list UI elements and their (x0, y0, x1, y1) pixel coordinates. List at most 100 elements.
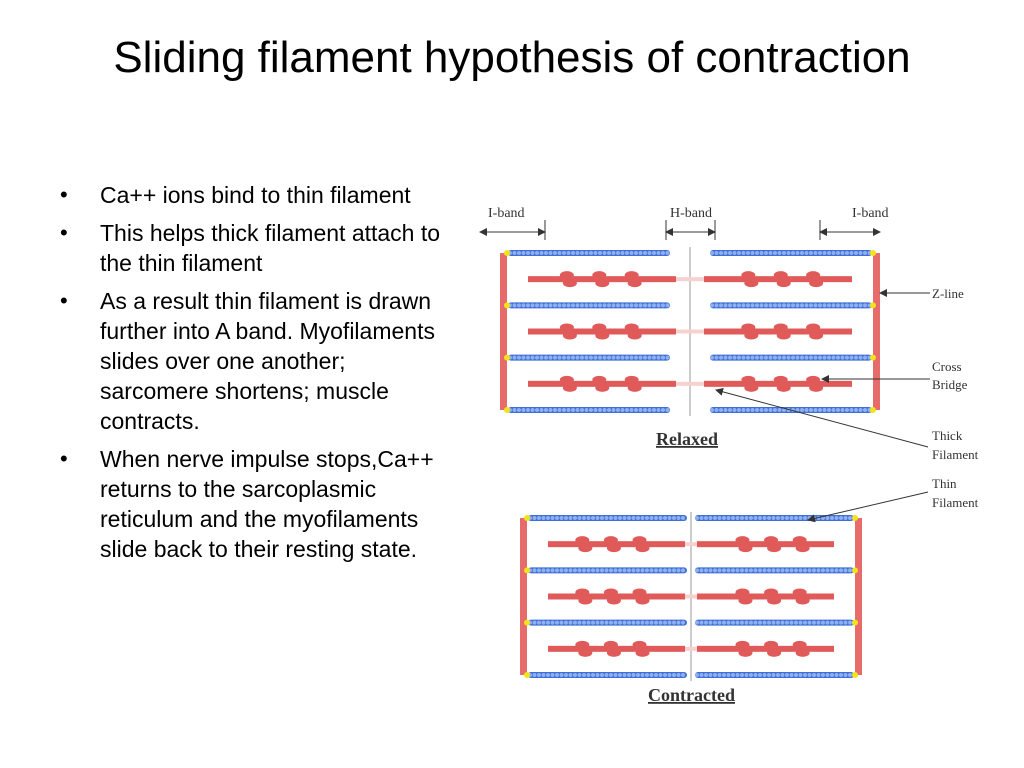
actin-bead (557, 303, 562, 308)
bullet-text: This helps thick filament attach to the … (100, 220, 441, 276)
actin-bead (749, 568, 753, 573)
actin-bead (562, 355, 566, 360)
actin-bead (555, 568, 559, 573)
actin-bead (571, 408, 575, 412)
myosin-head (792, 640, 807, 649)
actin-bead (625, 408, 629, 412)
actin-bead (726, 516, 731, 520)
actin-bead (708, 673, 713, 677)
actin-bead (566, 408, 571, 412)
actin-bead (532, 568, 537, 573)
actin-bead (803, 673, 807, 677)
actin-bead (695, 673, 699, 677)
actin-bead (521, 251, 526, 255)
actin-bead (568, 673, 573, 677)
actin-bead (764, 408, 768, 412)
myosin-head (792, 588, 807, 597)
m-line-core (676, 277, 704, 282)
actin-bead (629, 251, 634, 255)
actin-bead (526, 303, 530, 308)
i-band-right-label: I-band (852, 206, 889, 221)
actin-bead (789, 516, 794, 520)
actin-bead (798, 620, 803, 625)
actin-bead (634, 251, 638, 255)
actin-bead (645, 620, 649, 625)
actin-bead (737, 355, 741, 360)
bullet-dot-icon: • (60, 288, 68, 313)
actin-bead (512, 408, 517, 412)
actin-bead (618, 516, 622, 520)
actin-bead (600, 568, 604, 573)
actin-bead (607, 251, 611, 255)
actin-bead (831, 355, 836, 360)
actin-bead (589, 303, 593, 308)
actin-bead (544, 303, 548, 308)
actin-bead (839, 568, 843, 573)
myosin-head (806, 323, 821, 332)
actin-bead (803, 568, 807, 573)
myosin-head (741, 323, 756, 332)
actin-bead (767, 516, 771, 520)
actin-bead (557, 408, 562, 412)
actin-bead (663, 620, 667, 625)
myosin-head (595, 331, 610, 340)
actin-bead (741, 408, 746, 412)
bullet-item: • When nerve impulse stops,Ca++ returns … (60, 444, 460, 564)
actin-bead (710, 355, 714, 360)
actin-bead (750, 355, 755, 360)
actin-bead (836, 303, 840, 308)
actin-bead (512, 355, 517, 360)
actin-bead (564, 516, 568, 520)
actin-bead (758, 516, 762, 520)
actin-bead (849, 303, 854, 308)
actin-bead (840, 251, 845, 255)
thick-filament (697, 593, 834, 600)
myosin-head (575, 588, 590, 597)
actin-bead (767, 673, 771, 677)
actin-bead (830, 516, 834, 520)
actin-bead (656, 251, 661, 255)
myosin-head (744, 331, 759, 340)
actin-bead (848, 620, 852, 625)
myosin-head (806, 271, 821, 280)
myosin-head (735, 536, 750, 545)
actin-bead (589, 408, 593, 412)
myosin-head (773, 375, 788, 384)
actin-bead (602, 303, 607, 308)
myosin-head (632, 536, 647, 545)
bullet-dot-icon: • (60, 446, 68, 471)
actin-bead (735, 516, 740, 520)
actin-bead (652, 303, 656, 308)
actin-bead (620, 251, 625, 255)
actin-bead (557, 355, 562, 360)
actin-bead (559, 516, 564, 520)
actin-bead (643, 251, 647, 255)
actin-bead (564, 620, 568, 625)
actin-bead (607, 303, 611, 308)
actin-bead (649, 620, 654, 625)
myosin-head (603, 536, 618, 545)
actin-bead (661, 355, 665, 360)
actin-bead (593, 355, 598, 360)
actin-bead (544, 408, 548, 412)
actin-bead (636, 620, 640, 625)
myosin-head (606, 596, 621, 605)
actin-bead (609, 673, 613, 677)
myosin-head (735, 640, 750, 649)
actin-bead (573, 673, 577, 677)
cross-bridge-label-1: Cross (932, 359, 962, 374)
actin-bead (732, 251, 737, 255)
actin-bead (786, 303, 791, 308)
actin-bead (825, 568, 830, 573)
actin-bead (789, 673, 794, 677)
actin-bead (854, 303, 858, 308)
actin-bead (600, 673, 604, 677)
actin-bead (539, 303, 544, 308)
z-line (500, 253, 507, 410)
actin-bead (656, 355, 661, 360)
actin-bead (699, 673, 704, 677)
z-marker (504, 302, 510, 309)
myosin-head (624, 323, 639, 332)
actin-bead (821, 620, 825, 625)
